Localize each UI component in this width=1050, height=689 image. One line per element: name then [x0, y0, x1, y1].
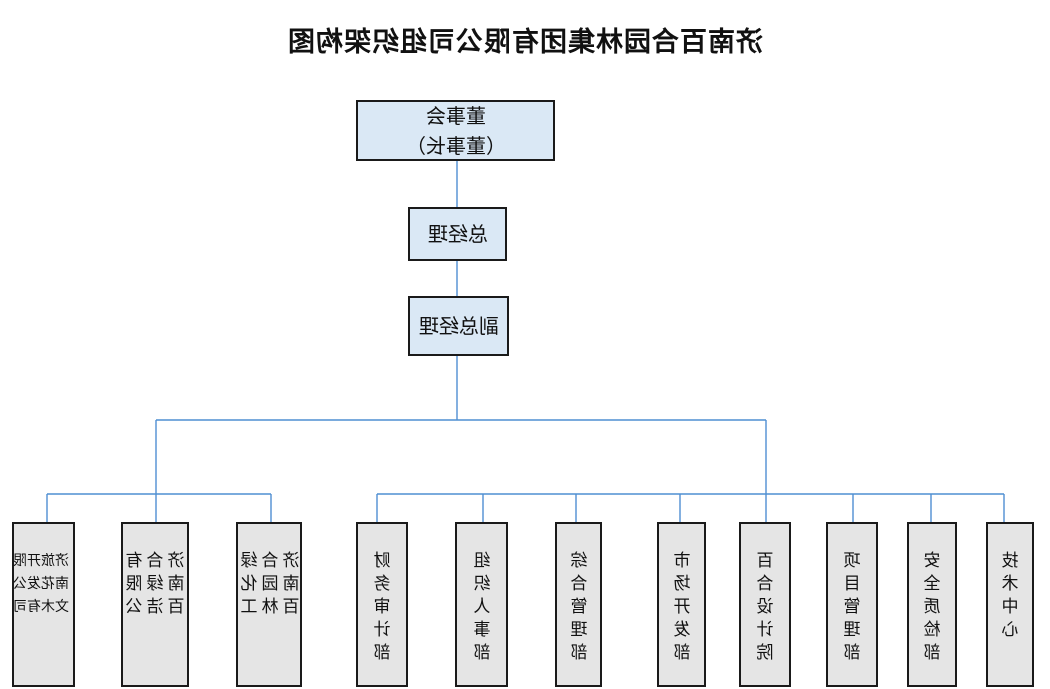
- department-box-1: 财务审计部: [356, 522, 408, 687]
- subsidiary-1-col-2: 旅花木: [41, 553, 55, 615]
- subsidiary-1-col-3: 开发有: [27, 553, 41, 615]
- department-box-7: 安全质检部: [907, 522, 957, 687]
- subsidiary-box-1: 济南文 旅花木 开发有 限公司: [12, 522, 75, 687]
- board-node: 董事会 （董事长）: [356, 100, 555, 161]
- department-7-label: 安全质检部: [923, 551, 941, 663]
- department-6-label: 项目管理部: [843, 551, 861, 663]
- deputy-general-manager-label: 副总经理: [418, 314, 499, 338]
- department-8-label: 技术中心: [1001, 551, 1019, 640]
- department-box-6: 项目管理部: [826, 522, 878, 687]
- department-5-label: 百合设计院: [756, 551, 774, 663]
- subsidiary-box-3: 济南百 合园林 绿化工: [236, 522, 302, 687]
- subsidiary-2-col-2: 合绿洁: [146, 551, 164, 617]
- department-4-label: 市场开发部: [673, 551, 691, 663]
- subsidiary-3-col-3: 绿化工: [240, 551, 258, 617]
- department-box-8: 技术中心: [986, 522, 1034, 687]
- subsidiary-3-col-2: 合园林: [261, 551, 279, 617]
- department-1-label: 财务审计部: [373, 551, 391, 663]
- department-box-4: 市场开发部: [657, 522, 706, 687]
- deputy-general-manager-node: 副总经理: [408, 296, 509, 356]
- subsidiary-1-col-4: 限公司: [13, 553, 27, 615]
- department-box-3: 综合管理部: [555, 522, 602, 687]
- general-manager-node: 总经理: [408, 207, 507, 261]
- subsidiary-3-col-1: 济南百: [282, 551, 300, 617]
- subsidiary-1-col-1: 济南文: [55, 553, 69, 615]
- subsidiary-2-col-1: 济南百: [167, 551, 185, 617]
- chairman-label: （董事长）: [405, 133, 506, 158]
- subsidiary-box-2: 济南百 合绿洁 有限公: [121, 522, 189, 687]
- department-3-label: 综合管理部: [570, 551, 588, 663]
- subsidiary-2-col-3: 有限公: [125, 551, 143, 617]
- chart-title-text: 济南百合园林集团有限公司组织架构图: [287, 27, 763, 58]
- department-box-5: 百合设计院: [739, 522, 791, 687]
- general-manager-label: 总经理: [427, 222, 488, 246]
- board-label: 董事会: [425, 103, 486, 128]
- chart-title: 济南百合园林集团有限公司组织架构图: [0, 20, 1050, 59]
- department-box-2: 组织人事部: [455, 522, 508, 687]
- department-2-label: 组织人事部: [473, 551, 491, 663]
